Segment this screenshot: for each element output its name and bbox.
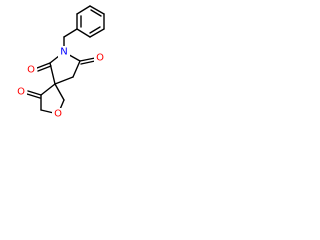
bond [89, 28, 105, 38]
bond [54, 76, 74, 85]
chemical-structure: N O O O O [15, 5, 106, 120]
carbonyl-double-bond [36, 62, 51, 69]
atom-label-o: O [54, 109, 62, 120]
atom-o-imide-right: O [94, 52, 106, 64]
atom-o-imide-left: O [25, 64, 37, 76]
atom-label-o: O [96, 53, 104, 64]
carbonyl-double-bond [79, 57, 96, 62]
benzene-ring [76, 5, 105, 38]
atom-label-o: O [17, 87, 25, 98]
bond [72, 60, 81, 78]
bond [40, 83, 56, 96]
double-bond-inner [89, 26, 101, 34]
atom-n: N [58, 46, 70, 58]
benzyl-bond [63, 28, 78, 38]
carbonyl-double-bond [37, 65, 52, 72]
atom-label-n: N [60, 47, 67, 58]
double-bond-inner [90, 9, 102, 17]
atom-label-o: O [27, 65, 35, 76]
bond [89, 5, 105, 15]
bond [76, 28, 91, 38]
bond [76, 5, 91, 15]
bond [54, 83, 65, 101]
atom-o-ketone: O [15, 86, 27, 98]
atom-o-ether: O [52, 108, 64, 120]
carbonyl-double-bond [80, 60, 96, 65]
carbonyl-double-bond [27, 90, 42, 96]
carbonyl-double-bond [26, 93, 41, 99]
